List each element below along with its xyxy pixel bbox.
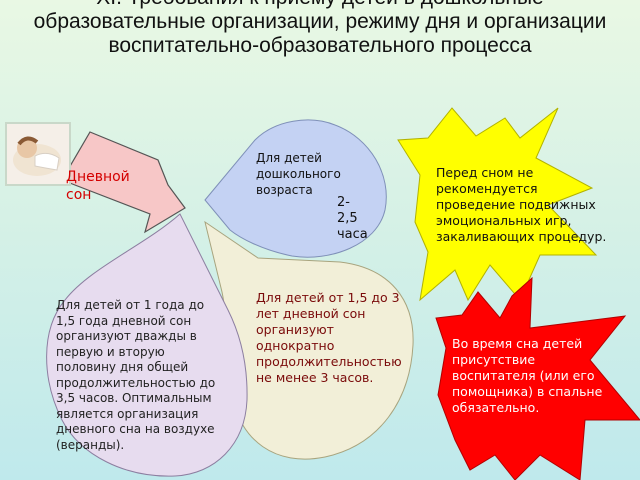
red-star-shape	[435, 276, 640, 480]
cream-drop-text: Для детей от 1,5 до 3 лет дневной сон ор…	[256, 290, 402, 385]
yellow-star-text: Перед сном не рекомендуется проведение п…	[436, 165, 607, 244]
red-star-text: Во время сна детей присутствие воспитате…	[452, 336, 603, 415]
lavender-drop-text: Для детей от 1 года до 1,5 года дневной …	[56, 298, 216, 452]
lavender-drop-shape	[46, 213, 248, 477]
slide-title: XI. Требования к приему детей в дошкольн…	[33, 0, 607, 57]
preschool-text: Для детей дошкольного возраста	[256, 151, 341, 197]
arrow-shape	[61, 131, 186, 234]
blue-drop-shape	[204, 119, 387, 258]
arrow-label: Дневной сон	[66, 169, 130, 203]
child-photo	[5, 122, 71, 186]
preschool-duration: 2-2,5 часа	[337, 195, 367, 242]
child-sleeping-icon	[7, 124, 69, 184]
yellow-star-shape	[397, 107, 598, 302]
